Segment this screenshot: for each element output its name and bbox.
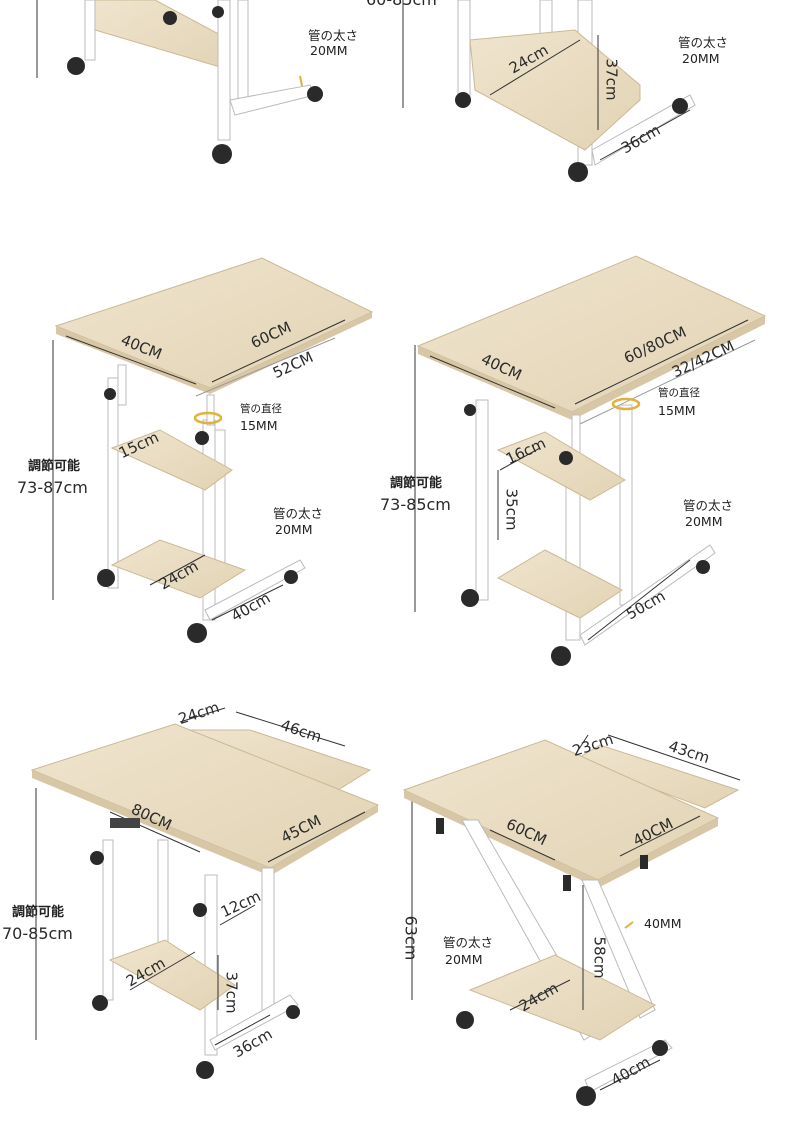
pipe-thickness-label: 管の太さ xyxy=(443,935,494,950)
table-illustration-top-right xyxy=(402,0,696,182)
table-illustration-top-left xyxy=(36,0,323,164)
pipe-thickness-value: 20MM xyxy=(275,522,313,537)
pipe-thickness-value: 20MM xyxy=(445,952,483,967)
table-illustration-mid-right xyxy=(414,255,767,666)
table-illustration-bottom-right xyxy=(402,734,741,1106)
table-illustration-mid-left xyxy=(52,257,374,643)
pipe-thickness-label: 管の太さ xyxy=(273,506,324,521)
table-illustration-bottom-left xyxy=(30,707,380,1079)
adjustable-label: 調節可能 xyxy=(28,459,81,474)
shelf-height-label: 37cm xyxy=(602,58,621,101)
pipe-thickness-value: 20MM xyxy=(685,514,723,529)
height-range-label: 70-85cm xyxy=(2,924,73,943)
pipe-thickness-value: 20MM xyxy=(310,43,348,58)
shelf-height-label: 58cm xyxy=(590,936,609,979)
pipe-diameter-label: 管の直径 xyxy=(658,387,700,399)
height-label: 63cm xyxy=(401,915,421,961)
pipe-diameter-value: 15MM xyxy=(658,403,696,418)
adjustable-label: 調節可能 xyxy=(12,905,65,920)
height-range-label: 60-85cm xyxy=(366,0,437,8)
pipe-thickness-label: 管の太さ xyxy=(683,498,734,513)
pipe-thickness-value: 20MM xyxy=(682,51,720,66)
adjustable-label: 調節可能 xyxy=(390,476,443,491)
frame-pipe-label: 40MM xyxy=(644,916,682,931)
pipe-diameter-value: 15MM xyxy=(240,418,278,433)
shelf-height-label: 35cm xyxy=(502,488,521,531)
pipe-thickness-label: 管の太さ xyxy=(678,35,729,50)
height-range-label: 73-85cm xyxy=(380,495,451,514)
shelf-height-label: 37cm xyxy=(222,971,241,1014)
pipe-thickness-label: 管の太さ xyxy=(308,28,359,43)
height-range-label: 73-87cm xyxy=(17,478,88,497)
pipe-diameter-label: 管の直径 xyxy=(240,403,282,415)
